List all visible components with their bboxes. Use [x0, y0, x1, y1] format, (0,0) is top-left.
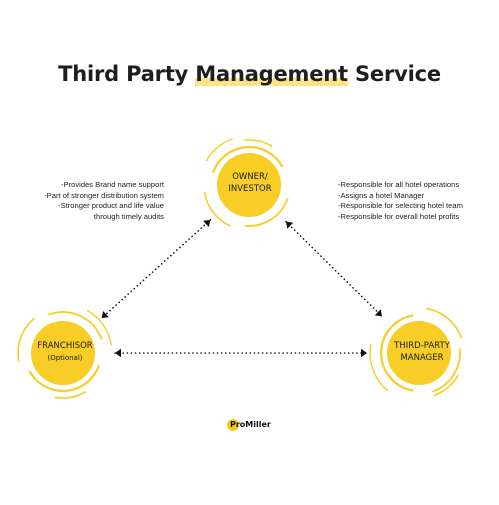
- owner-node-label: OWNER/ INVESTOR: [205, 171, 295, 195]
- manager-decorative-arc: [426, 307, 463, 339]
- manager-decorative-arc: [432, 348, 461, 393]
- manager-note: -Responsible for selecting hotel team: [338, 201, 463, 210]
- owner-decorative-arc: [212, 145, 283, 174]
- brand-name: ProMiller: [230, 420, 271, 429]
- arrowhead-manager: [361, 348, 367, 358]
- arrowhead-manager: [374, 309, 383, 317]
- manager-label-line2: MANAGER: [400, 353, 444, 363]
- franchisor-decorative-arc: [86, 309, 112, 346]
- manager-decorative-arc: [433, 374, 459, 397]
- manager-note: -Responsible for all hotel operations: [338, 180, 460, 189]
- owner-node-circle: [217, 153, 281, 217]
- franchisor-label-line1: FRANCHISOR: [37, 341, 93, 351]
- franchisor-node-label: FRANCHISOR (Optional): [20, 340, 110, 364]
- manager-note: -Responsible for overall hotel profits: [338, 211, 460, 221]
- arrowhead-franchisor: [101, 311, 109, 319]
- manager-label-line1: THIRD-PARTY: [394, 341, 450, 351]
- manager-decorative-arc: [369, 343, 389, 392]
- franchisor-decorative-arc: [54, 391, 87, 399]
- manager-note: -Assigns a hotel Manager: [338, 190, 425, 200]
- owner-decorative-arc: [244, 198, 289, 227]
- franchisor-decorative-arc: [48, 311, 103, 340]
- owner-label-line1: OWNER/: [232, 172, 268, 182]
- franchisor-decorative-arc: [17, 317, 35, 362]
- connection-owner-franchisor: [100, 219, 212, 319]
- brand-logo: ProMiller: [227, 418, 273, 432]
- franchisor-notes: -Provides Brand name support -Part of st…: [44, 180, 164, 222]
- arrowhead-owner: [285, 221, 294, 229]
- arrowhead-owner: [203, 219, 211, 227]
- owner-label-line2: INVESTOR: [228, 184, 272, 194]
- title-highlight: Management: [195, 62, 348, 86]
- page-title: Third Party Management Service: [0, 62, 499, 86]
- franchisor-note: -Part of stronger distribution system: [44, 190, 164, 200]
- manager-notes: -Responsible for all hotel operations -A…: [338, 180, 463, 222]
- brand-logo-icon: [227, 419, 239, 431]
- title-part-3: Service: [347, 62, 441, 86]
- franchisor-note: through timely audits: [93, 211, 164, 221]
- manager-node-circle: [387, 321, 451, 385]
- franchisor-decorative-arc: [29, 364, 100, 393]
- owner-decorative-arc: [205, 138, 233, 162]
- manager-node-label: THIRD-PARTY MANAGER: [377, 340, 467, 364]
- franchisor-note: -Provides Brand name support: [61, 180, 164, 189]
- arrowhead-franchisor: [115, 348, 121, 358]
- owner-decorative-arc: [203, 192, 231, 227]
- manager-decorative-arc: [380, 314, 414, 392]
- franchisor-node-circle: [31, 321, 95, 385]
- connection-owner-manager: [285, 220, 383, 318]
- franchisor-note: -Stronger product and life value: [58, 201, 164, 210]
- franchisor-label-line2: (Optional): [47, 354, 83, 362]
- owner-decorative-arc: [244, 139, 273, 147]
- title-part-1: Third Party: [58, 62, 196, 86]
